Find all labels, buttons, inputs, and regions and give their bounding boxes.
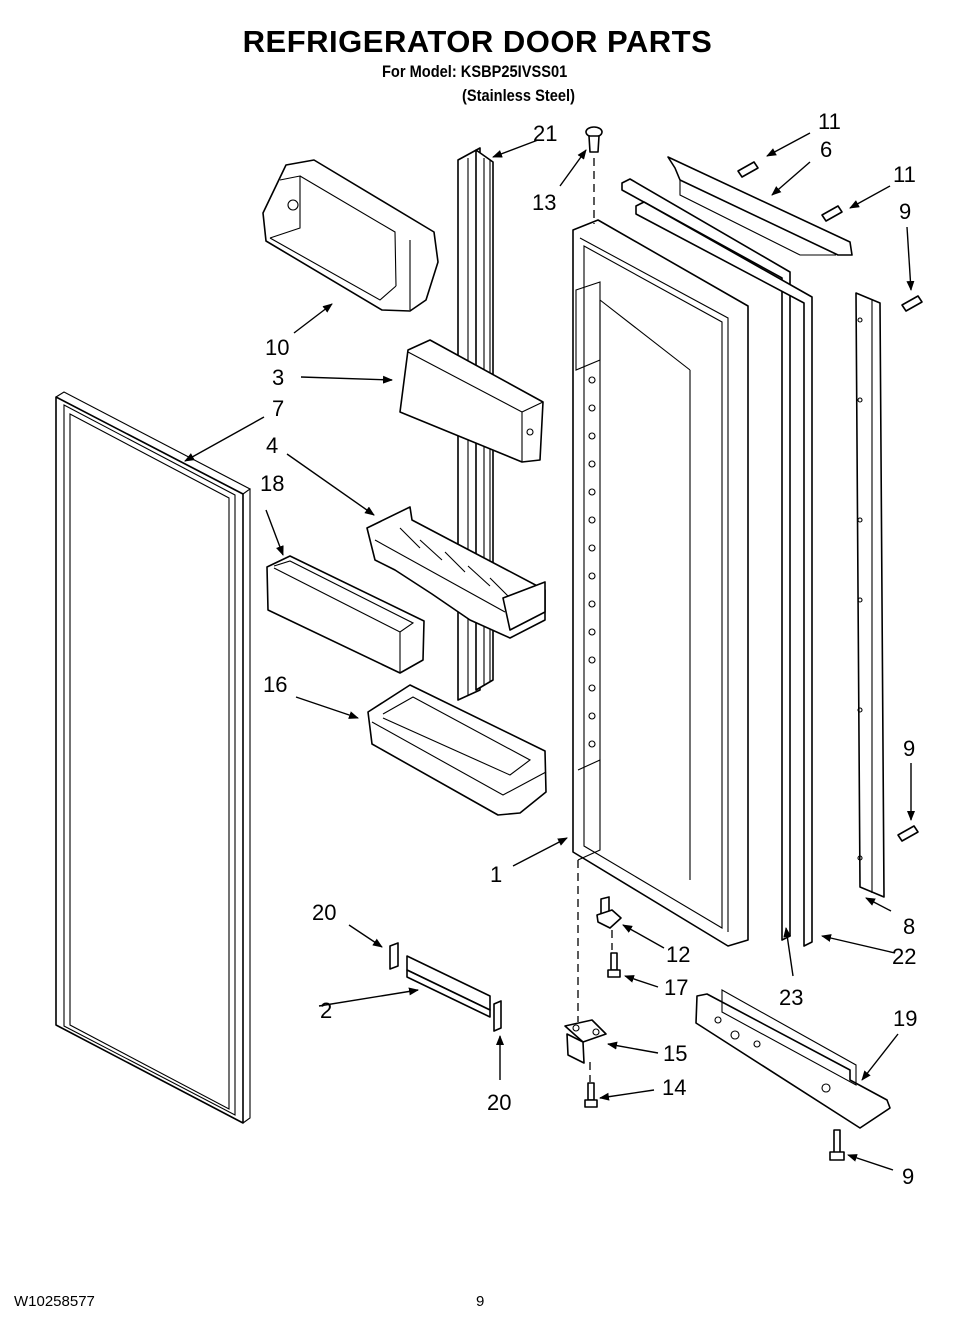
part-1-door-liner[interactable] xyxy=(572,219,749,947)
document-number: W10258577 xyxy=(14,1293,95,1310)
callout-17: 17 xyxy=(664,975,688,1000)
callout-20-right: 20 xyxy=(487,1090,511,1115)
callout-14: 14 xyxy=(662,1075,686,1100)
part-17-screw[interactable] xyxy=(607,952,621,978)
callout-13: 13 xyxy=(532,190,556,215)
part-20-end-cap-left[interactable] xyxy=(389,942,399,970)
callout-10: 10 xyxy=(265,335,289,360)
part-4-egg-tray[interactable] xyxy=(366,506,546,639)
part-10-dairy-bin[interactable] xyxy=(262,159,439,312)
callout-6: 6 xyxy=(820,137,832,162)
part-20-end-cap-right[interactable] xyxy=(493,1000,502,1032)
part-8-side-trim[interactable] xyxy=(855,292,885,898)
callout-11-lower: 11 xyxy=(893,162,916,187)
callout-19: 19 xyxy=(893,1006,917,1031)
part-11-screw-lower[interactable] xyxy=(821,205,843,222)
leader-lines xyxy=(184,132,915,1171)
part-2-shelf-rail[interactable] xyxy=(406,955,491,1018)
callout-9-middle: 9 xyxy=(903,736,915,761)
callout-9-upper: 9 xyxy=(899,199,911,224)
shelf-slots xyxy=(588,376,596,748)
callout-23: 23 xyxy=(779,985,803,1010)
callout-4: 4 xyxy=(266,433,278,458)
part-11-screw-top[interactable] xyxy=(737,161,759,178)
callout-11-top: 11 xyxy=(818,109,841,134)
page-title: REFRIGERATOR DOOR PARTS xyxy=(242,24,713,59)
callout-3: 3 xyxy=(272,365,284,390)
callout-labels: 21 13 11 6 11 9 10 3 7 4 18 16 1 9 8 22 … xyxy=(260,109,917,1189)
callout-15: 15 xyxy=(663,1041,687,1066)
callout-1: 1 xyxy=(490,862,502,887)
part-6-top-trim[interactable] xyxy=(667,156,853,256)
callout-20-left: 20 xyxy=(312,900,336,925)
part-7-door-gasket[interactable] xyxy=(55,391,252,1124)
page-number: 9 xyxy=(476,1293,485,1310)
callout-8: 8 xyxy=(903,914,915,939)
part-16-door-bin[interactable] xyxy=(367,684,547,816)
part-19-bottom-trim[interactable] xyxy=(695,989,891,1129)
part-18-small-bin[interactable] xyxy=(266,555,425,674)
callout-22: 22 xyxy=(892,944,916,969)
part-14-screw[interactable] xyxy=(584,1082,598,1108)
callout-21: 21 xyxy=(533,121,557,146)
callout-12: 12 xyxy=(666,942,690,967)
part-13-plug[interactable] xyxy=(585,126,603,224)
part-9-screw-bottom[interactable] xyxy=(829,1129,845,1161)
finish-label: (Stainless Steel) xyxy=(462,86,575,105)
callout-2: 2 xyxy=(320,998,332,1023)
callout-7: 7 xyxy=(272,396,284,421)
part-9-screw-upper[interactable] xyxy=(901,295,923,312)
model-number: For Model: KSBP25IVSS01 xyxy=(382,62,568,81)
part-3-dairy-door[interactable] xyxy=(399,339,544,463)
callout-16: 16 xyxy=(263,672,287,697)
part-15-bottom-hinge[interactable] xyxy=(564,1019,607,1082)
part-12-hinge-pin[interactable] xyxy=(596,896,622,950)
part-9-screw-lower[interactable] xyxy=(897,825,919,842)
callout-18: 18 xyxy=(260,471,284,496)
part-22-outer-seal[interactable] xyxy=(635,201,813,947)
callout-9-bottom: 9 xyxy=(902,1164,914,1189)
